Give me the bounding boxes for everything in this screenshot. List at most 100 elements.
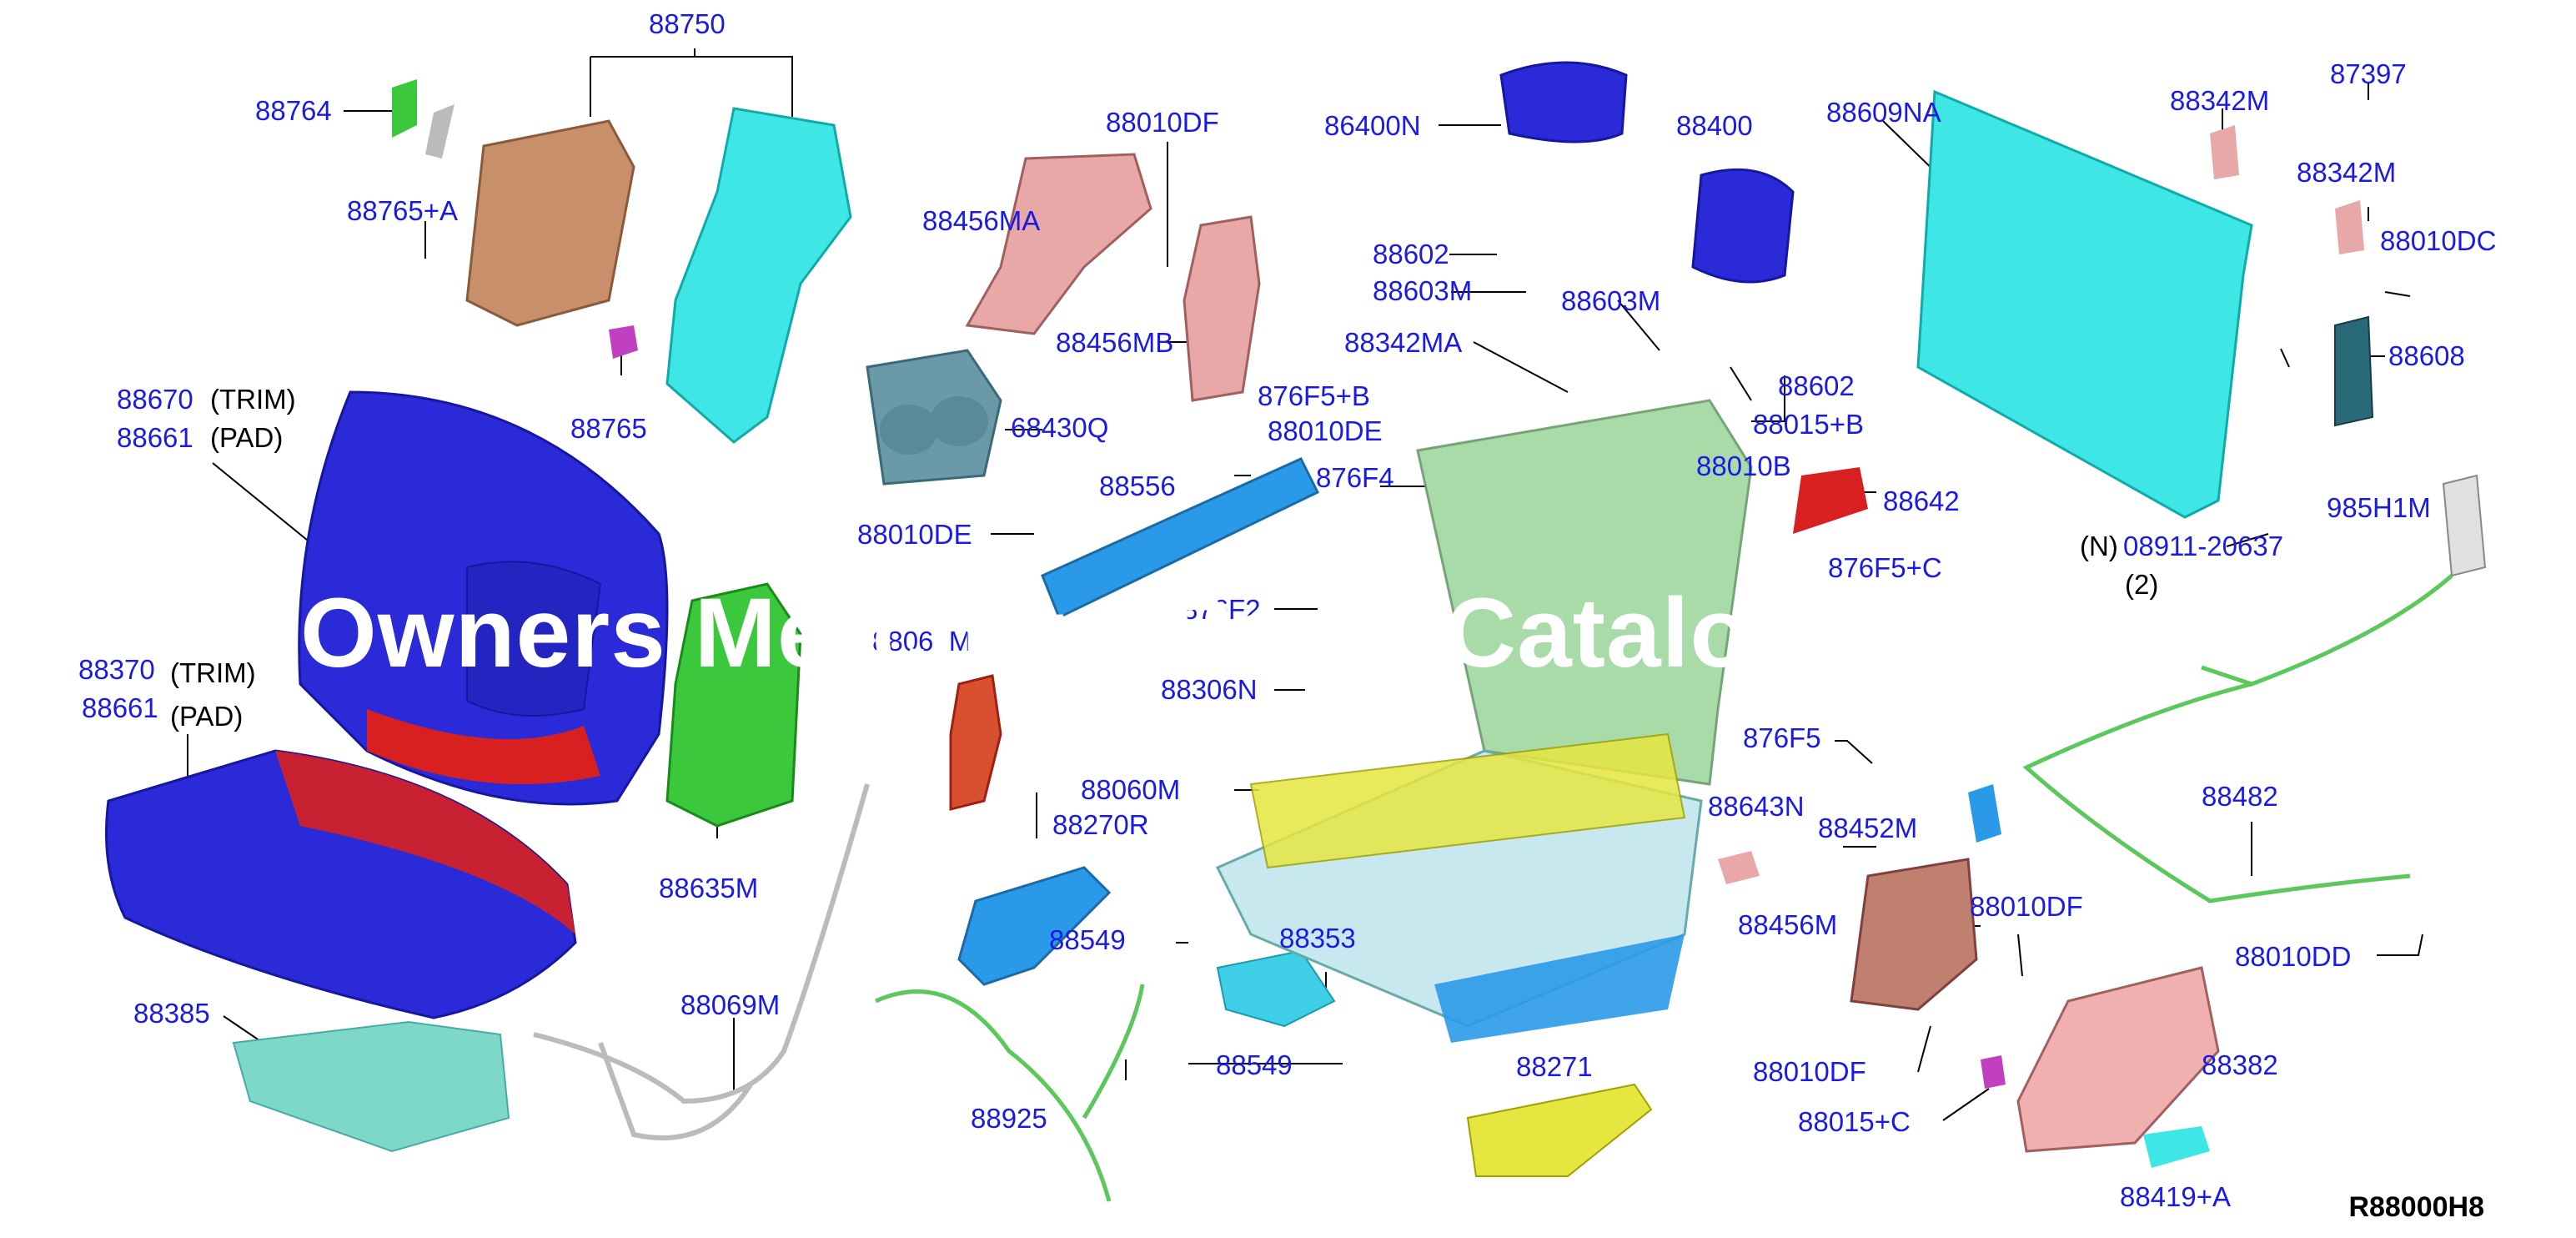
label-876f5-b[interactable]: 876F5+B bbox=[1258, 380, 1370, 411]
bracket-88456ma bbox=[965, 153, 1152, 335]
slide-rail bbox=[1041, 457, 1320, 620]
label-88010de-b[interactable]: 88010DE bbox=[857, 519, 972, 550]
label-88063m[interactable]: 88063M bbox=[872, 626, 972, 657]
headrest-88400 bbox=[1691, 168, 1795, 284]
cover-88271 bbox=[1466, 1083, 1653, 1177]
label-68430q[interactable]: 68430Q bbox=[1011, 412, 1109, 443]
clip-magenta bbox=[609, 325, 638, 359]
cover-88270r bbox=[957, 866, 1112, 986]
label-88643n[interactable]: 88643N bbox=[1708, 791, 1805, 822]
label-88270r[interactable]: 88270R bbox=[1052, 809, 1149, 840]
hinge-orange bbox=[949, 674, 1002, 811]
label-88556[interactable]: 88556 bbox=[1099, 471, 1176, 501]
side-panel-green bbox=[665, 582, 802, 828]
label-88342m-b[interactable]: 88342M bbox=[2297, 157, 2397, 188]
label-08911-20637[interactable]: 08911-20637 bbox=[2123, 531, 2284, 561]
label-88456ma[interactable]: 88456MA bbox=[922, 205, 1041, 236]
label-trim-2: (TRIM) bbox=[170, 657, 256, 688]
label-88608[interactable]: 88608 bbox=[2388, 340, 2465, 371]
label-88670[interactable]: 88670 bbox=[117, 384, 193, 415]
back-board bbox=[465, 119, 635, 327]
bracket-88456mb bbox=[1183, 215, 1261, 402]
cover-88382 bbox=[2016, 966, 2220, 1153]
label-88010df-c[interactable]: 88010DF bbox=[1753, 1056, 1866, 1087]
seat-cushion bbox=[105, 749, 577, 1019]
label-88400[interactable]: 88400 bbox=[1676, 110, 1753, 141]
label-88010b[interactable]: 88010B bbox=[1696, 450, 1791, 481]
label-88342ma[interactable]: 88342MA bbox=[1344, 327, 1463, 358]
harness-88069m bbox=[533, 783, 870, 1140]
clip-88342m-a bbox=[2210, 125, 2239, 179]
label-88382[interactable]: 88382 bbox=[2202, 1049, 2278, 1080]
clip-88342m-b bbox=[2335, 200, 2364, 254]
seat-frame bbox=[1215, 399, 1753, 1043]
label-88925[interactable]: 88925 bbox=[971, 1103, 1047, 1134]
label-88661-a[interactable]: 88661 bbox=[117, 422, 193, 453]
harness-88925 bbox=[874, 984, 1145, 1202]
label-88060m[interactable]: 88060M bbox=[1081, 774, 1181, 805]
bracket-88452m bbox=[1968, 784, 2001, 843]
clip-gray bbox=[425, 104, 454, 159]
label-88764[interactable]: 88764 bbox=[255, 95, 332, 126]
label-88010dd[interactable]: 88010DD bbox=[2235, 941, 2352, 972]
label-88456mb[interactable]: 88456MB bbox=[1056, 327, 1174, 358]
back-panel-88609na bbox=[1916, 89, 2253, 519]
label-trim-1: (TRIM) bbox=[210, 384, 296, 415]
label-88603m-b[interactable]: 88603M bbox=[1561, 285, 1661, 316]
label-88765[interactable]: 88765 bbox=[570, 413, 647, 444]
label-88642[interactable]: 88642 bbox=[1883, 486, 1960, 516]
label-88370[interactable]: 88370 bbox=[78, 654, 155, 685]
label-88765-a[interactable]: 88765+A bbox=[347, 195, 459, 226]
diagram-code: R88000H8 bbox=[2348, 1191, 2484, 1223]
clip-88015c bbox=[1981, 1055, 2006, 1089]
label-88661-b[interactable]: 88661 bbox=[82, 692, 158, 723]
label-88549-a[interactable]: 88549 bbox=[1049, 924, 1126, 955]
label-88010df-a[interactable]: 88010DF bbox=[1106, 107, 1219, 138]
back-panel bbox=[665, 107, 852, 444]
label-876f5[interactable]: 876F5 bbox=[1743, 722, 1821, 753]
label-88549-b[interactable]: 88549 bbox=[1216, 1049, 1293, 1080]
label-88419-a[interactable]: 88419+A bbox=[2120, 1181, 2232, 1212]
cup-holder bbox=[866, 349, 1002, 486]
label-88603m-a[interactable]: 88603M bbox=[1373, 275, 1473, 306]
label-pad-2: (PAD) bbox=[170, 701, 244, 732]
label-88353[interactable]: 88353 bbox=[1279, 923, 1356, 954]
label-88306n[interactable]: 88306N bbox=[1161, 674, 1258, 705]
headrest-86400n bbox=[1499, 61, 1628, 143]
label-88456m[interactable]: 88456M bbox=[1738, 909, 1838, 940]
label-88385[interactable]: 88385 bbox=[133, 998, 210, 1029]
label-88015-c[interactable]: 88015+C bbox=[1798, 1106, 1911, 1137]
label-qty-2: (2) bbox=[2125, 569, 2159, 600]
label-88452m[interactable]: 88452M bbox=[1818, 813, 1918, 843]
bracket-88608 bbox=[2334, 315, 2374, 427]
label-88482[interactable]: 88482 bbox=[2202, 781, 2278, 812]
label-985h1m[interactable]: 985H1M bbox=[2327, 492, 2431, 523]
module-985h1m bbox=[2442, 474, 2487, 577]
label-88635m[interactable]: 88635M bbox=[659, 873, 759, 903]
label-88010df-b[interactable]: 88010DF bbox=[1970, 891, 2083, 922]
label-88069m[interactable]: 88069M bbox=[680, 989, 781, 1020]
clip-green bbox=[392, 79, 417, 138]
label-876f2[interactable]: 876F2 bbox=[1183, 594, 1261, 625]
label-876f4[interactable]: 876F4 bbox=[1316, 462, 1394, 493]
label-88015-b[interactable]: 88015+B bbox=[1753, 409, 1865, 440]
label-88010de-a[interactable]: 88010DE bbox=[1268, 415, 1383, 446]
label-88010dc[interactable]: 88010DC bbox=[2380, 225, 2497, 256]
label-88271[interactable]: 88271 bbox=[1516, 1051, 1593, 1082]
bracket-88642 bbox=[1793, 467, 1868, 534]
label-86400n[interactable]: 86400N bbox=[1324, 110, 1421, 141]
harness-88482 bbox=[2022, 574, 2453, 903]
seatback-cushion bbox=[298, 390, 669, 806]
label-88342m-a[interactable]: 88342M bbox=[2170, 85, 2270, 116]
label-88602-a[interactable]: 88602 bbox=[1373, 239, 1449, 269]
label-87397[interactable]: 87397 bbox=[2330, 58, 2407, 89]
label-88750[interactable]: 88750 bbox=[649, 8, 726, 39]
knob-88419a bbox=[2143, 1126, 2210, 1168]
bracket-88456m bbox=[1850, 858, 1978, 1011]
label-876f5-c[interactable]: 876F5+C bbox=[1828, 552, 1942, 583]
label-88609na[interactable]: 88609NA bbox=[1826, 97, 1941, 128]
label-88602-b[interactable]: 88602 bbox=[1778, 370, 1855, 401]
watermark: Owners Merchant Parts Catalog bbox=[300, 578, 1812, 688]
